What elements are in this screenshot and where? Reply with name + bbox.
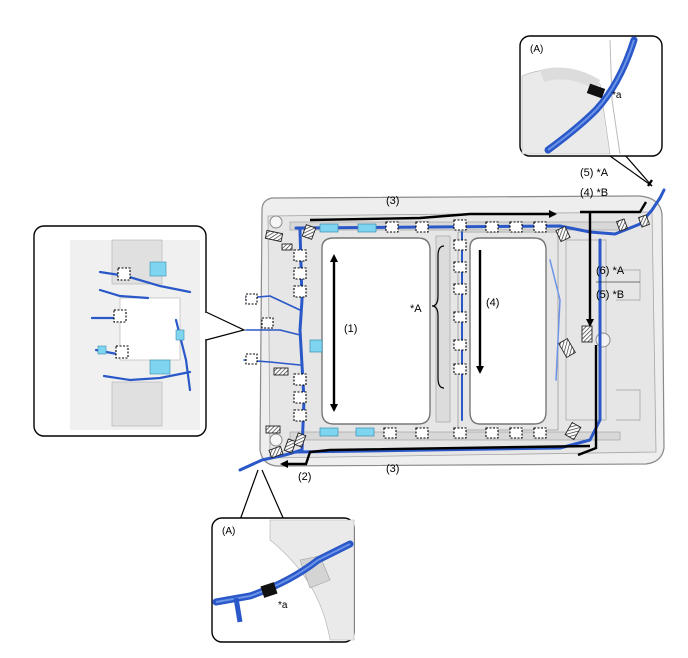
inset-bottom-clamp-label: *a xyxy=(278,600,288,611)
brace xyxy=(431,245,445,389)
arrow-step5-right xyxy=(577,345,598,457)
callout-step3-top: (3) xyxy=(386,195,399,207)
callout-step4: (4) xyxy=(486,297,499,309)
inset-top-right-label: (A) xyxy=(530,44,543,55)
inset-bottom: (A) *a xyxy=(211,469,355,643)
callout-step5-a: (5) *A xyxy=(580,167,609,179)
callout-step6-a: (6) *A xyxy=(596,265,625,277)
callout-step3-bottom: (3) xyxy=(386,463,399,475)
light-blue-parts xyxy=(309,223,377,437)
callout-step2: (2) xyxy=(298,471,311,483)
callout-mark-a: *A xyxy=(410,303,422,315)
rear-opening xyxy=(469,237,547,425)
callout-step5-b: (5) *B xyxy=(596,289,624,301)
inset-left xyxy=(33,225,246,437)
end-tick xyxy=(647,179,653,187)
arrow-step2-bottom xyxy=(280,444,591,468)
routing-arrows xyxy=(280,201,648,468)
callout-labels: (3) (3) (1) (2) (4) *A (5) *A (4) *B (6)… xyxy=(298,167,625,483)
callout-step1: (1) xyxy=(344,323,357,335)
inset-top-right-clamp-label: *a xyxy=(612,90,622,101)
arrow-step5-top xyxy=(580,201,648,214)
roof-panel xyxy=(259,195,665,467)
callout-step4-b: (4) *B xyxy=(580,187,608,199)
inset-bottom-label: (A) xyxy=(222,526,235,537)
inset-top-right: (A) *a xyxy=(519,35,663,187)
clamp-a-icon xyxy=(586,83,606,99)
harness-clips xyxy=(264,214,651,459)
front-opening xyxy=(321,237,431,425)
clamp-boxes xyxy=(245,219,547,439)
clamp-b-icon xyxy=(260,582,278,598)
arrow-step3-top xyxy=(309,210,557,222)
